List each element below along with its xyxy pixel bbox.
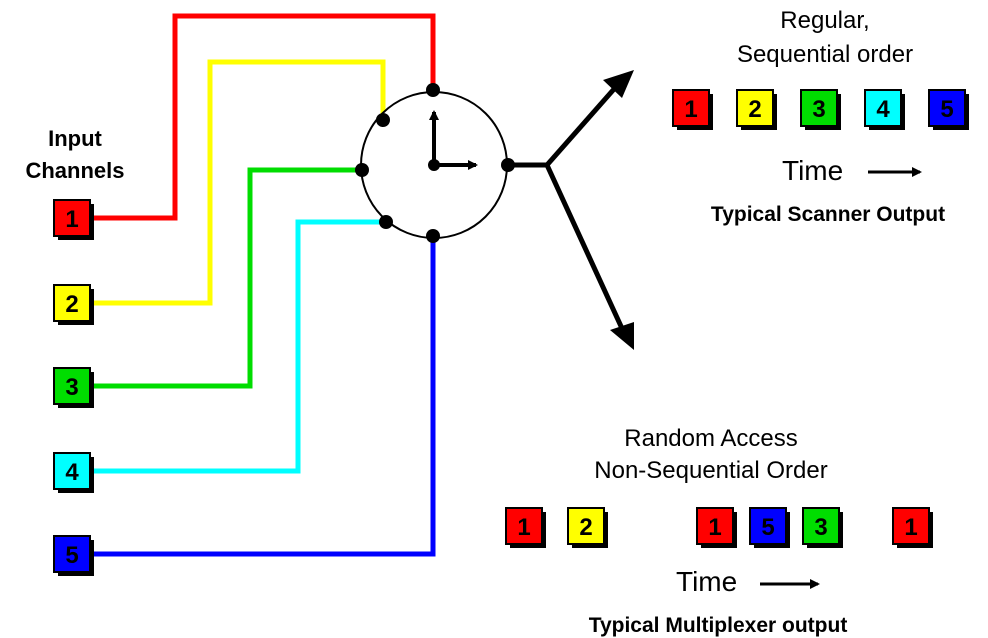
input-heading-line2: Channels <box>25 158 124 183</box>
box-fill <box>802 507 840 545</box>
box-label: 5 <box>65 542 78 569</box>
box-label: 3 <box>812 96 825 123</box>
multiplexer-box-1: 1 <box>505 507 546 548</box>
fork-arrowhead-down <box>610 322 634 350</box>
switch-contact-4 <box>379 215 393 229</box>
wire-channel-2 <box>90 59 386 306</box>
scanner-title-line1: Regular, <box>780 7 869 34</box>
fork-arrow-up <box>545 78 624 167</box>
box-fill <box>892 507 930 545</box>
scanner-box-4: 4 <box>864 89 905 130</box>
box-fill <box>53 452 91 490</box>
wire-channel-5 <box>90 236 436 557</box>
box-label: 4 <box>876 96 890 123</box>
box-label: 3 <box>814 514 827 541</box>
box-label: 2 <box>65 291 78 318</box>
scanner-sequence: 1 2 3 4 5 <box>672 89 969 130</box>
switch-contact-3 <box>355 163 369 177</box>
switch-contact-1 <box>426 83 440 97</box>
switch-contact-2 <box>376 113 390 127</box>
box-label: 1 <box>684 96 697 123</box>
box-fill <box>53 535 91 573</box>
box-label: 1 <box>904 514 917 541</box>
scanner-title-line2: Sequential order <box>737 41 913 68</box>
input-channel-1: 1 <box>53 199 94 240</box>
box-label: 5 <box>761 514 774 541</box>
box-fill <box>800 89 838 127</box>
input-channel-5: 5 <box>53 535 94 576</box>
fork-arrow-down <box>544 163 628 337</box>
box-fill <box>749 507 787 545</box>
wire-channel-3 <box>90 167 362 389</box>
box-label: 2 <box>579 514 592 541</box>
input-channel-2: 2 <box>53 284 94 325</box>
box-label: 1 <box>65 206 78 233</box>
multiplexer-time-label: Time <box>676 566 737 597</box>
channel-wires <box>90 13 436 557</box>
box-fill <box>928 89 966 127</box>
multiplexer-box-4: 5 <box>749 507 790 548</box>
fork-arrowhead-up <box>603 70 634 98</box>
wire-channel-4 <box>90 219 386 474</box>
scanner-caption: Typical Scanner Output <box>711 203 945 226</box>
input-channel-list: 1 2 3 4 5 <box>53 199 94 576</box>
switch-contact-5 <box>426 229 440 243</box>
box-fill <box>505 507 543 545</box>
multiplexer-title-line1: Random Access <box>624 425 797 452</box>
box-fill <box>53 284 91 322</box>
scanner-box-3: 3 <box>800 89 841 130</box>
input-channel-3: 3 <box>53 367 94 408</box>
box-fill <box>864 89 902 127</box>
multiplexer-box-3: 1 <box>696 507 737 548</box>
multiplexer-caption: Typical Multiplexer output <box>589 614 848 637</box>
input-heading-line1: Input <box>48 126 102 151</box>
scanner-box-1: 1 <box>672 89 713 130</box>
box-fill <box>736 89 774 127</box>
scanner-box-2: 2 <box>736 89 777 130</box>
box-label: 1 <box>517 514 530 541</box>
box-label: 4 <box>65 459 79 486</box>
scanner-time-label: Time <box>782 155 843 186</box>
box-fill <box>672 89 710 127</box>
input-channel-4: 4 <box>53 452 94 493</box>
multiplexer-box-5: 3 <box>802 507 843 548</box>
box-fill <box>53 199 91 237</box>
box-fill <box>567 507 605 545</box>
box-label: 2 <box>748 96 761 123</box>
scanner-box-5: 5 <box>928 89 969 130</box>
output-fork <box>508 70 634 350</box>
box-fill <box>696 507 734 545</box>
box-label: 5 <box>940 96 953 123</box>
box-fill <box>53 367 91 405</box>
rotary-switch <box>355 83 515 243</box>
multiplexer-sequence: 1 2 1 5 3 1 <box>505 507 933 548</box>
box-label: 1 <box>708 514 721 541</box>
box-label: 3 <box>65 374 78 401</box>
multiplexer-box-6: 1 <box>892 507 933 548</box>
multiplexer-title-line2: Non-Sequential Order <box>594 457 827 484</box>
multiplexer-box-2: 2 <box>567 507 608 548</box>
wire-channel-1 <box>90 13 436 221</box>
